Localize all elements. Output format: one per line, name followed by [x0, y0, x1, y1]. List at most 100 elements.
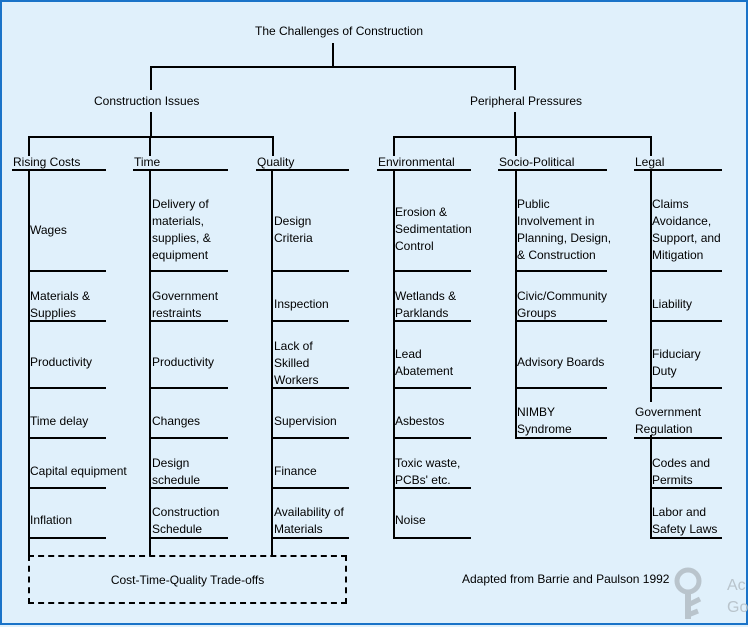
tradeoff-label: Cost-Time-Quality Trade-offs — [110, 573, 265, 587]
watermark: Ac Go — [670, 567, 748, 627]
item-availability-of-materials: Availability of Materials — [274, 505, 344, 536]
item-government-regulation: Government Regulation — [635, 405, 702, 436]
item-lead-abatement: Lead Abatement — [395, 347, 454, 378]
item-separator — [271, 487, 349, 489]
item-separator — [515, 320, 607, 322]
item-separator — [393, 270, 471, 272]
item-advisory-boards: Advisory Boards — [517, 355, 605, 369]
item-codes-and-permits: Codes and Permits — [652, 456, 711, 487]
category-underline — [256, 169, 349, 171]
connector — [514, 112, 516, 137]
item-capital-equipment: Capital equipment — [30, 464, 127, 478]
item-separator — [650, 487, 722, 489]
item-separator — [515, 270, 607, 272]
item-separator — [515, 387, 607, 389]
item-separator — [149, 320, 228, 322]
column-spine — [271, 169, 273, 556]
category-label-environmental: Environmental — [378, 155, 455, 169]
category-underline — [634, 169, 722, 171]
connector — [150, 66, 152, 90]
item-fiduciary-duty: Fiduciary Duty — [652, 347, 701, 378]
item-separator — [271, 387, 349, 389]
item-separator — [650, 320, 722, 322]
item-wetlands-parklands: Wetlands & Parklands — [395, 289, 457, 320]
item-government-restraints: Government restraints — [152, 289, 219, 320]
item-separator — [149, 537, 228, 539]
item-design-criteria: Design Criteria — [274, 214, 313, 245]
category-underline — [498, 169, 607, 171]
item-separator — [149, 437, 228, 439]
item-separator — [650, 537, 722, 539]
category-label-legal: Legal — [635, 155, 665, 169]
item-noise: Noise — [395, 513, 426, 527]
category-underline — [133, 169, 228, 171]
connector — [514, 66, 516, 90]
item-separator — [28, 320, 106, 322]
item-inflation: Inflation — [30, 513, 73, 527]
connector — [393, 136, 652, 138]
connector — [272, 136, 274, 156]
item-construction-schedule: Construction Schedule — [152, 505, 220, 536]
item-productivity: Productivity — [152, 355, 215, 369]
column-spine — [393, 169, 395, 539]
category-underline — [12, 169, 106, 171]
item-toxic-waste: Toxic waste, PCBs' etc. — [395, 456, 461, 487]
item-separator — [393, 437, 471, 439]
category-label-socio-political: Socio-Political — [499, 155, 575, 169]
connector — [332, 43, 334, 67]
item-time-delay: Time delay — [30, 414, 89, 428]
item-claims-avoidance: Claims Avoidance, Support, and Mitigatio… — [652, 197, 721, 262]
item-erosion-sedimentation: Erosion & Sedimentation Control — [395, 205, 472, 253]
item-separator — [393, 487, 471, 489]
item-design-schedule: Design schedule — [152, 456, 201, 487]
item-lack-of-skilled-workers: Lack of Skilled Workers — [274, 339, 319, 387]
item-separator — [650, 270, 722, 272]
item-asbestos: Asbestos — [395, 414, 445, 428]
item-delivery-of-materials: Delivery of materials, supplies, & equip… — [152, 197, 211, 262]
column-spine — [28, 169, 30, 556]
item-changes: Changes — [152, 414, 201, 428]
tradeoff-box: Cost-Time-Quality Trade-offs — [28, 555, 347, 604]
item-separator — [28, 437, 106, 439]
column-spine — [650, 169, 652, 402]
item-separator — [634, 437, 722, 439]
item-separator — [271, 537, 349, 539]
item-materials-supplies: Materials & Supplies — [30, 289, 91, 320]
item-separator — [393, 320, 471, 322]
column-spine — [515, 169, 517, 439]
item-labor-and-safety-laws: Labor and Safety Laws — [652, 505, 718, 536]
citation: Adapted from Barrie and Paulson 1992 — [462, 572, 670, 586]
item-separator — [650, 387, 722, 389]
item-separator — [271, 437, 349, 439]
item-separator — [149, 387, 228, 389]
connector — [150, 112, 152, 137]
item-public-involvement: Public Involvement in Planning, Design, … — [517, 197, 612, 262]
connector — [650, 136, 652, 156]
item-separator — [515, 437, 607, 439]
connector — [393, 136, 395, 156]
item-productivity: Productivity — [30, 355, 93, 369]
item-separator — [271, 320, 349, 322]
item-inspection: Inspection — [274, 297, 329, 311]
category-underline — [377, 169, 471, 171]
category-label-rising-costs: Rising Costs — [13, 155, 81, 169]
connector — [28, 136, 274, 138]
item-separator — [271, 270, 349, 272]
item-separator — [28, 537, 106, 539]
item-separator — [28, 270, 106, 272]
item-supervision: Supervision — [274, 414, 337, 428]
connector — [515, 136, 517, 156]
key-icon — [674, 567, 702, 619]
connector — [149, 136, 151, 156]
category-label-time: Time — [134, 155, 161, 169]
item-separator — [393, 387, 471, 389]
category-label-quality: Quality — [257, 155, 295, 169]
item-separator — [28, 387, 106, 389]
diagram-title: The Challenges of Construction — [255, 24, 424, 38]
item-civic-community-groups: Civic/Community Groups — [517, 289, 608, 320]
connector — [151, 66, 516, 68]
connector — [28, 136, 30, 156]
item-separator — [393, 537, 471, 539]
item-finance: Finance — [274, 464, 317, 478]
item-wages: Wages — [30, 223, 67, 237]
